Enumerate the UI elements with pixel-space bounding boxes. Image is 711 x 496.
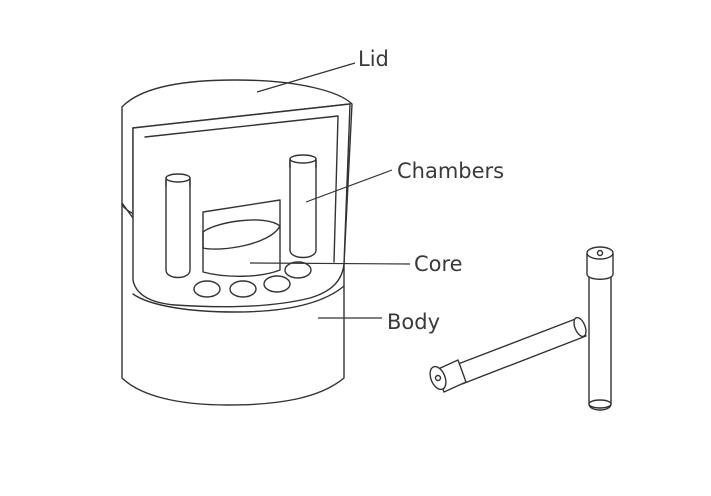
well-4	[284, 261, 312, 279]
device	[121, 79, 353, 406]
body-seam	[132, 285, 345, 313]
lid-label: Lid	[358, 47, 389, 71]
chambers-leader	[305, 169, 393, 203]
chambers-label: Chambers	[397, 159, 504, 183]
well-2	[229, 280, 257, 298]
well-3	[263, 275, 291, 293]
core-leader	[249, 262, 411, 265]
body-label: Body	[387, 310, 440, 334]
core-label: Core	[414, 252, 463, 276]
loose-tube-vertical	[586, 246, 614, 411]
chamber-right	[289, 154, 317, 259]
chamber-left	[165, 173, 191, 279]
core	[202, 199, 281, 277]
lid-leader	[256, 62, 356, 93]
loose-tube-diagonal	[429, 316, 587, 393]
inner-back-wall	[144, 115, 339, 263]
well-1	[193, 280, 221, 298]
